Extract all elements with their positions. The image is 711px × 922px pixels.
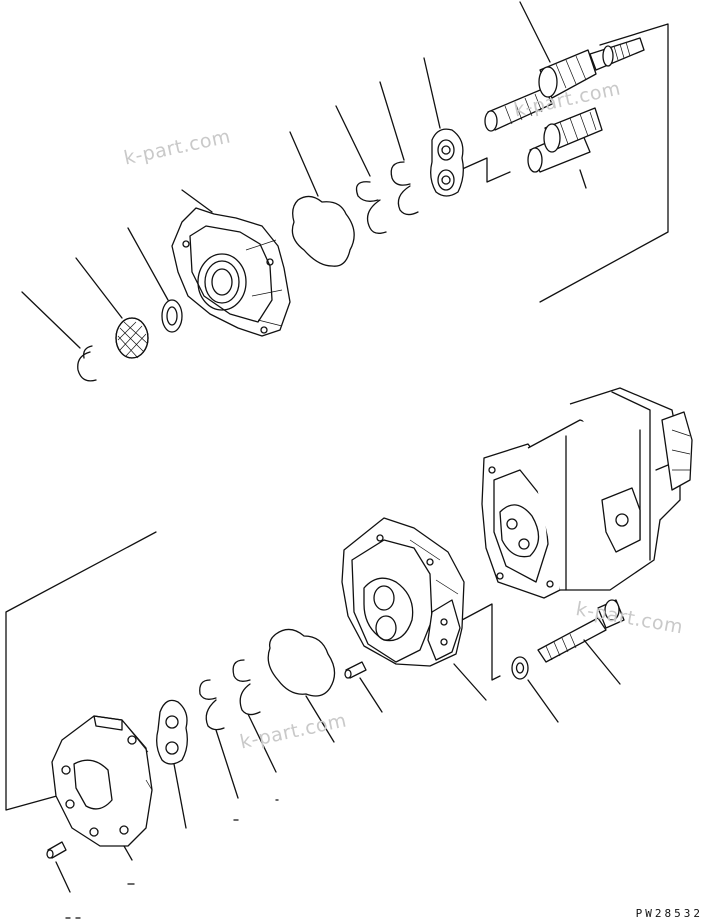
pump-body xyxy=(481,387,693,599)
driven-gear xyxy=(527,107,603,173)
front-flange xyxy=(51,715,153,847)
rear-housing xyxy=(341,517,465,667)
top-snap-ring xyxy=(77,345,97,382)
minor-marks xyxy=(65,799,279,919)
flange-dowel-pin xyxy=(46,841,67,859)
mounting-bolt xyxy=(537,599,625,663)
top-bracket-frame xyxy=(459,23,669,303)
drive-gear-shaft xyxy=(484,37,645,132)
top-backup-rings xyxy=(355,161,419,234)
dowel-pin xyxy=(344,661,367,679)
bottom-side-plate xyxy=(156,699,188,765)
top-oil-seal xyxy=(115,317,149,359)
top-leader-lines xyxy=(21,1,587,349)
bolt-washer xyxy=(511,656,529,680)
drawing-code: PW28532 xyxy=(635,907,703,920)
bottom-bracket-frame xyxy=(5,531,501,811)
bottom-backup-rings xyxy=(199,659,261,731)
top-seal-ring xyxy=(291,195,355,267)
bottom-leader-lines xyxy=(55,639,621,893)
top-thin-washer xyxy=(161,299,183,333)
top-front-cover xyxy=(171,207,291,337)
bottom-seal-ring xyxy=(267,628,336,697)
top-side-plate xyxy=(430,128,464,197)
